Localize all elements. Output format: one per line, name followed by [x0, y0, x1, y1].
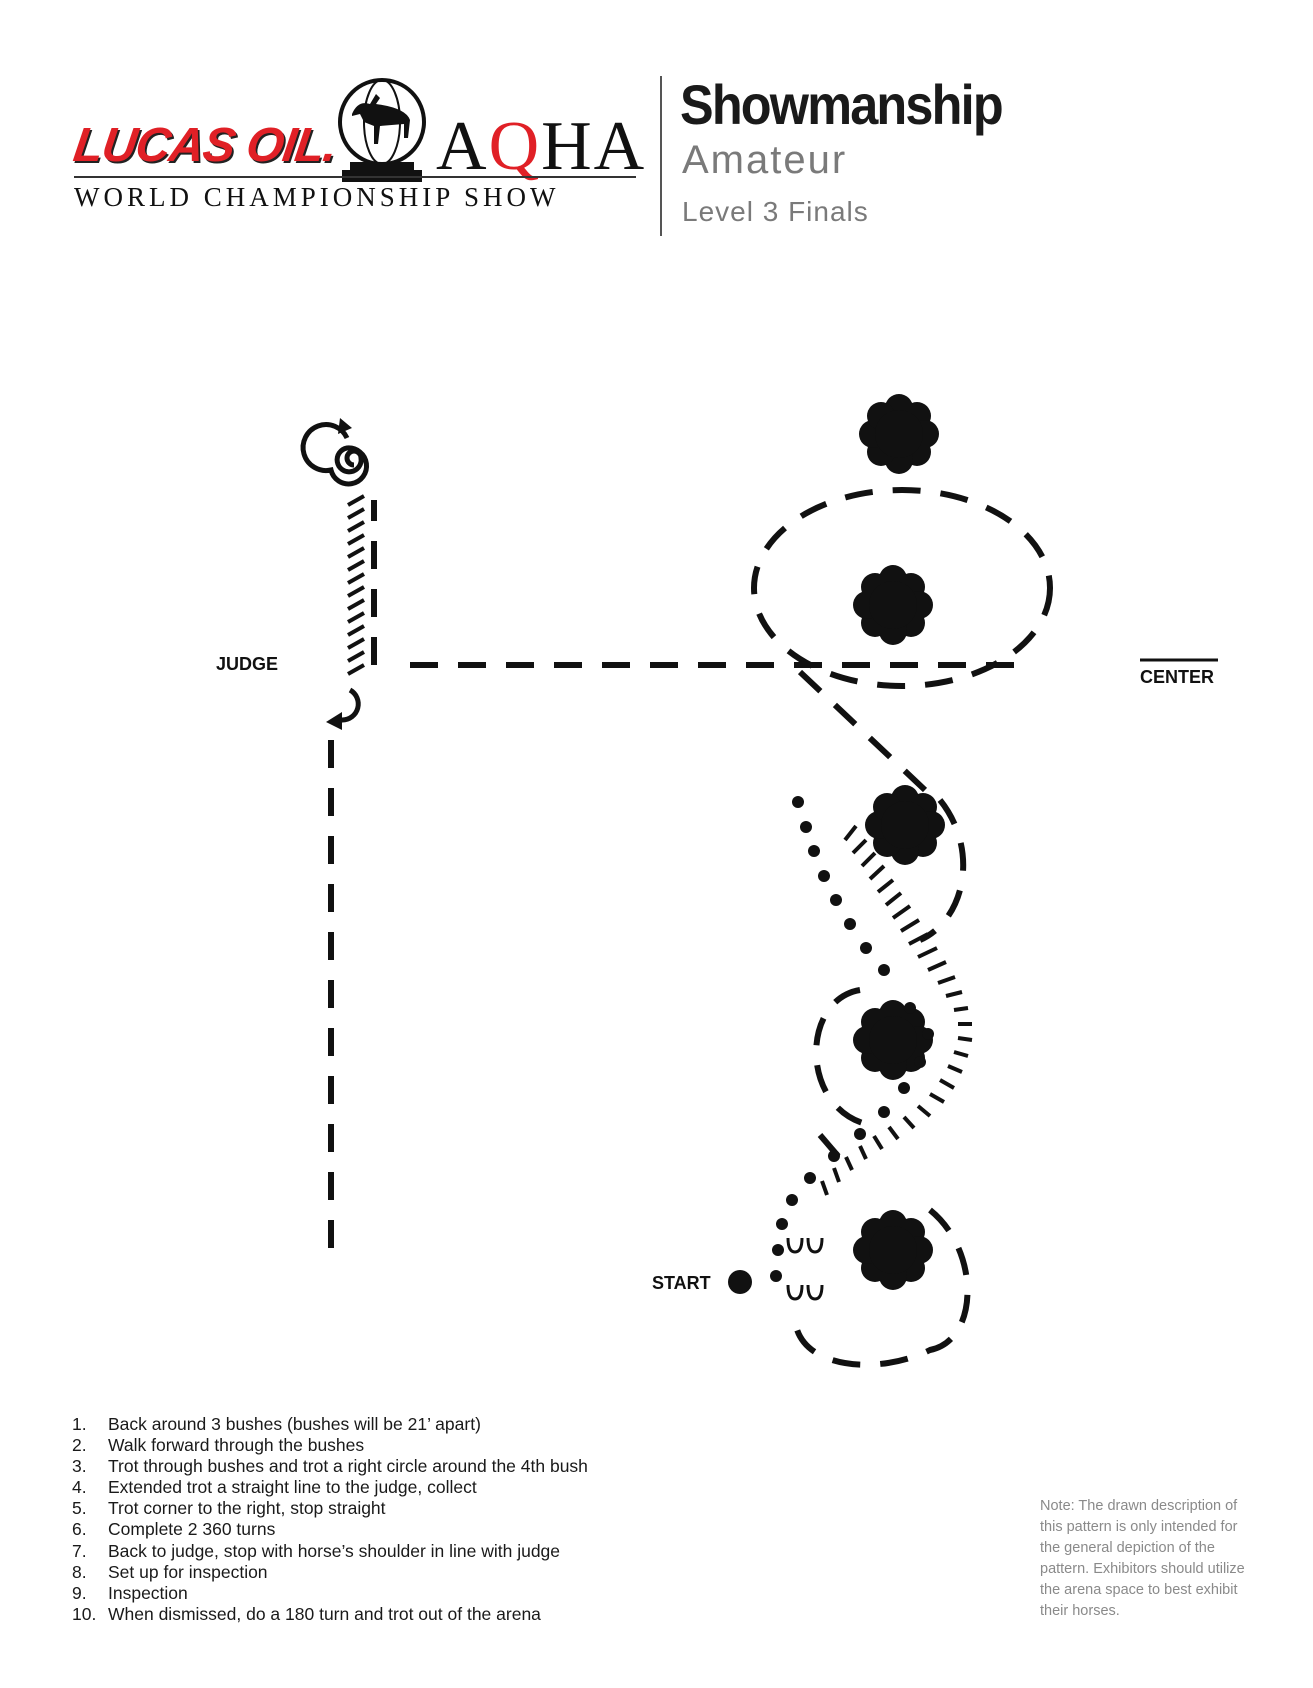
step-text: Back around 3 bushes (bushes will be 21’…	[108, 1414, 481, 1434]
logo-rule	[74, 176, 636, 178]
aqha-q: Q	[488, 108, 542, 185]
backing-dots-path	[770, 796, 934, 1282]
judge-label: JUDGE	[216, 654, 279, 674]
step-text: Complete 2 360 turns	[108, 1519, 276, 1540]
weave-path-3	[918, 798, 967, 943]
trot-hatch-path	[347, 494, 973, 1196]
header-divider	[660, 76, 662, 236]
bush-3	[865, 785, 945, 865]
step-number: 10.	[72, 1603, 97, 1624]
step-number: 7.	[72, 1540, 87, 1561]
step-text: Set up for inspection	[108, 1561, 268, 1582]
center-label: CENTER	[1140, 667, 1215, 687]
step-item: 6. Complete 2 360 turns	[72, 1519, 588, 1540]
step-text: Inspection	[108, 1582, 188, 1603]
step-number: 1.	[72, 1414, 87, 1434]
step-item: 2. Walk forward through the bushes	[72, 1435, 588, 1456]
step-item: 10. When dismissed, do a 180 turn and tro…	[72, 1604, 588, 1625]
step-item: 9. Inspection	[72, 1583, 588, 1604]
aqha-logo-text: AQHA	[436, 112, 646, 182]
pattern-steps-list: 1. Back around 3 bushes (bushes will be 2…	[72, 1414, 588, 1625]
step-number: 2.	[72, 1435, 87, 1456]
bush-top	[859, 394, 939, 474]
turn-arrow-icon	[338, 418, 352, 434]
diagonal-path	[797, 669, 928, 793]
step-text: When dismissed, do a 180 turn and trot o…	[108, 1603, 541, 1624]
weave-path-1	[792, 1207, 971, 1368]
bush-1	[853, 1210, 933, 1290]
step-text: Extended trot a straight line to the jud…	[108, 1477, 477, 1498]
aqha-a: A	[436, 108, 489, 185]
division-subtitle: Amateur	[682, 138, 848, 182]
step-number: 4.	[72, 1477, 87, 1498]
step-number: 8.	[72, 1561, 87, 1582]
step-text: Walk forward through the bushes	[108, 1435, 365, 1456]
page-title: Showmanship	[680, 73, 1004, 136]
hoof-prints-icon	[786, 1237, 824, 1301]
trot-circle-path	[751, 487, 1053, 689]
step-number: 3.	[72, 1456, 87, 1477]
half-turn-arrow-icon	[331, 687, 361, 725]
step-number: 9.	[72, 1582, 87, 1603]
show-name: WORLD CHAMPIONSHIP SHOW	[74, 182, 560, 212]
aqha-ha: HA	[541, 108, 647, 185]
bush-2	[853, 1000, 933, 1080]
step-item: 8. Set up for inspection	[72, 1562, 588, 1583]
step-item: 3. Trot through bushes and trot a right c…	[72, 1456, 588, 1477]
half-turn-arrowhead-icon	[326, 712, 342, 730]
step-number: 6.	[72, 1519, 87, 1540]
step-item: 1. Back around 3 bushes (bushes will be 2…	[72, 1414, 588, 1435]
spiral-turn-icon	[300, 422, 370, 487]
step-text: Trot through bushes and trot a right cir…	[108, 1456, 588, 1477]
step-item: 4. Extended trot a straight line to the j…	[72, 1477, 588, 1498]
step-item: 5. Trot corner to the right, stop straigh…	[72, 1498, 588, 1519]
disclaimer-note: Note: The drawn description of this patt…	[1040, 1498, 1245, 1619]
start-marker-icon	[728, 1270, 752, 1294]
weave-path-2	[813, 987, 871, 1128]
start-label: START	[652, 1273, 711, 1293]
level-subtitle: Level 3 Finals	[682, 196, 869, 227]
step-text: Trot corner to the right, stop straight	[108, 1498, 386, 1519]
step-item: 7. Back to judge, stop with horse’s shoul…	[72, 1541, 588, 1562]
bush-4	[853, 565, 933, 645]
step-number: 5.	[72, 1498, 87, 1519]
step-text: Back to judge, stop with horse’s shoulde…	[108, 1540, 561, 1561]
